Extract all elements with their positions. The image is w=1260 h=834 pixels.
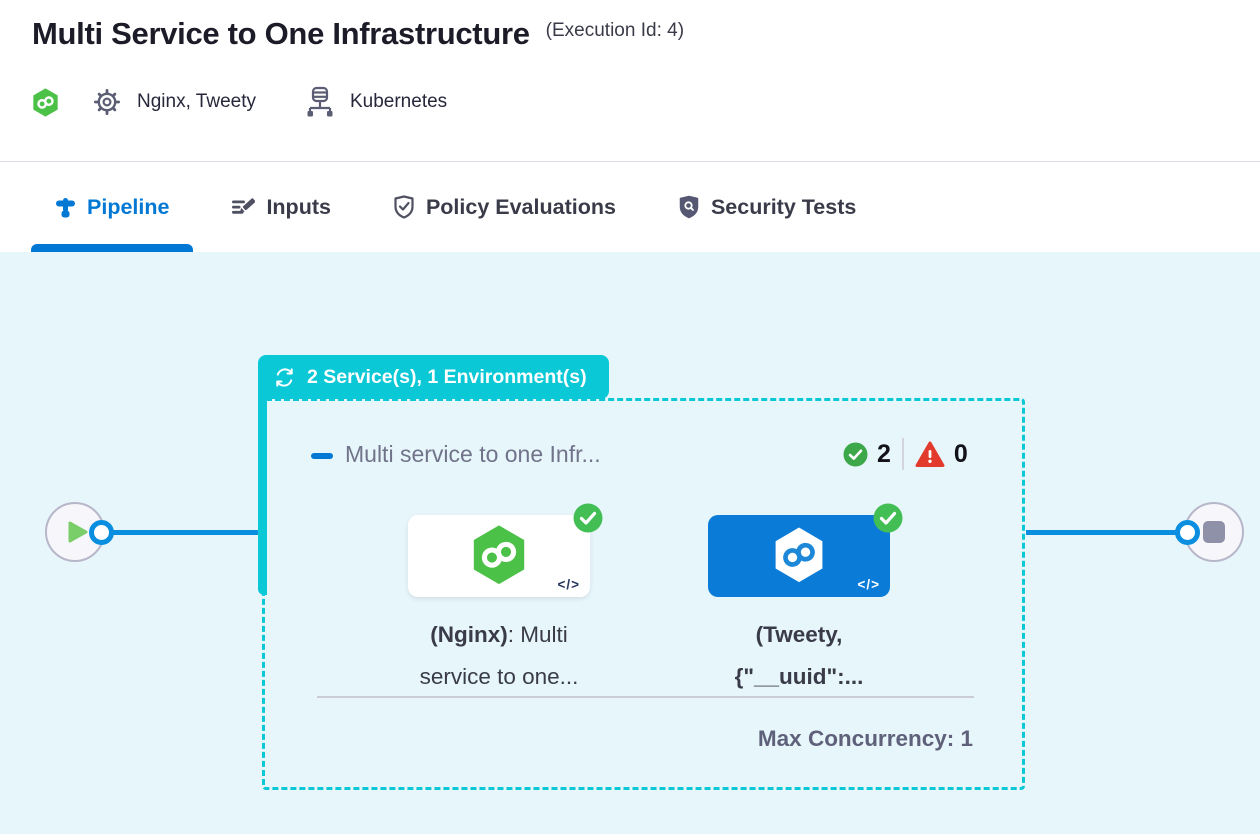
services-label: Nginx, Tweety <box>137 91 256 112</box>
pipeline-canvas[interactable]: 2 Service(s), 1 Environment(s) Multi ser… <box>0 252 1260 834</box>
harness-service-logo-green <box>471 524 527 586</box>
tab-inputs[interactable]: Inputs <box>207 162 355 252</box>
code-icon: </> <box>557 577 580 592</box>
meta-row: Nginx, Tweety <box>32 86 447 118</box>
tab-policy-evaluations[interactable]: Policy Evaluations <box>369 162 640 252</box>
success-badge-nginx <box>573 503 603 533</box>
status-divider <box>901 438 904 470</box>
connector-line-right <box>1026 530 1186 535</box>
success-check-icon <box>843 442 868 467</box>
tab-pipeline[interactable]: Pipeline <box>31 162 194 252</box>
error-warning-icon <box>915 441 945 468</box>
play-icon <box>68 521 87 543</box>
tab-security-tests[interactable]: Security Tests <box>654 162 880 252</box>
stage-group-boundary <box>262 398 1025 790</box>
service-card-tweety[interactable]: </> <box>708 515 890 597</box>
connector-line-left <box>98 530 263 535</box>
connector-port-left[interactable] <box>89 520 114 545</box>
active-tab-underline <box>31 244 194 252</box>
tab-label: Security Tests <box>710 194 857 219</box>
stage-footer-divider <box>317 696 974 698</box>
gear-icon <box>93 88 121 116</box>
connector-port-right[interactable] <box>1175 520 1200 545</box>
pipeline-icon <box>55 196 76 218</box>
success-badge-tweety <box>873 503 903 533</box>
loop-icon <box>273 366 296 389</box>
title-row: Multi Service to One Infrastructure (Exe… <box>32 16 684 52</box>
harness-service-icon <box>32 87 59 118</box>
max-concurrency-label: Max Concurrency: 1 <box>757 726 973 751</box>
success-count: 2 <box>877 439 891 468</box>
infrastructure-icon <box>306 86 334 118</box>
tab-bar: Pipeline Inputs <box>0 162 1260 252</box>
page-title: Multi Service to One Infrastructure <box>32 16 530 51</box>
environment-label: Kubernetes <box>349 91 448 112</box>
service-card-nginx[interactable]: </> <box>408 515 590 597</box>
stage-group-badge[interactable]: 2 Service(s), 1 Environment(s) <box>258 355 609 399</box>
error-count: 0 <box>953 439 968 468</box>
collapse-stage-button[interactable] <box>311 453 333 459</box>
shield-search-icon <box>678 195 700 219</box>
page-header: Multi Service to One Infrastructure (Exe… <box>0 0 1260 162</box>
harness-service-logo-white <box>773 526 825 584</box>
execution-id: (Execution Id: 4) <box>545 20 685 41</box>
stage-title: Multi service to one Infr... <box>345 441 601 467</box>
shield-check-icon <box>393 195 415 219</box>
tab-label: Pipeline <box>87 194 170 219</box>
service-label-nginx: (Nginx): Multi service to one... <box>419 622 579 689</box>
tab-label: Inputs <box>266 194 331 219</box>
code-icon: </> <box>857 577 880 592</box>
service-label-tweety: (Tweety, {"__uuid":... <box>734 622 864 689</box>
stage-group-label: 2 Service(s), 1 Environment(s) <box>307 365 587 388</box>
stage-status: 2 0 <box>843 438 968 470</box>
inputs-icon <box>231 196 256 218</box>
tab-label: Policy Evaluations <box>425 194 616 219</box>
stop-icon <box>1203 521 1225 543</box>
